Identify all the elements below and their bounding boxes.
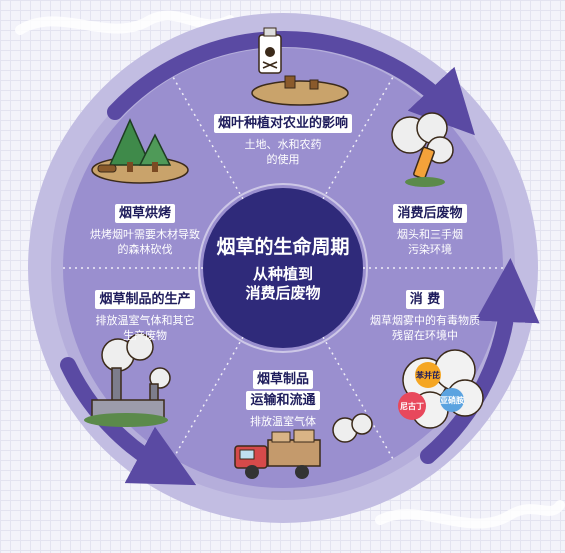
- segment-waste-title: 消费后废物: [393, 204, 467, 223]
- center-circle: [203, 188, 363, 348]
- segment-waste-desc-line1: 烟头和三手烟: [397, 228, 463, 241]
- segment-curing-desc-line1: 烘烤烟叶需要木材导致: [90, 228, 200, 241]
- segment-transport: 烟草制品 运输和流通 排放温室气体: [228, 368, 338, 429]
- segment-manufacturing-desc-line1: 排放温室气体和其它: [95, 314, 195, 327]
- farmland-illustration: [251, 27, 349, 106]
- cycle-arrow-top: [107, 30, 475, 136]
- chemical-badge-benzopyrene: 苯并芘: [415, 362, 441, 388]
- segment-consumption-title: 消 费: [405, 290, 445, 309]
- segment-curing-title: 烟草烘烤: [114, 204, 175, 223]
- center-title: 烟草的生命周期: [216, 236, 350, 258]
- segment-farming-desc-line2: 的使用: [266, 153, 300, 166]
- segment-transport-title-line2: 运输和流通: [246, 391, 320, 410]
- segment-curing-desc-line2: 的森林砍伐: [117, 243, 173, 256]
- cigarette-waste-illustration: [391, 112, 454, 187]
- smoke-swirl-top-left: [15, 10, 235, 35]
- segment-curing: 烟草烘烤 烘烤烟叶需要木材导致 的森林砍伐: [75, 202, 215, 257]
- chemical-badge-nitrosamine: 亚硝胺: [440, 388, 464, 412]
- segment-farming: 烟叶种植对农业的影响 土地、水和农药 的使用: [203, 112, 363, 167]
- segment-waste-desc-line2: 污染环境: [408, 243, 452, 256]
- center-circle-ring: [198, 183, 368, 353]
- segment-farming-title: 烟叶种植对农业的影响: [213, 114, 352, 133]
- truck-illustration: [234, 413, 373, 479]
- segment-farming-desc-line1: 土地、水和农药: [244, 138, 322, 151]
- segment-transport-title-line1: 烟草制品: [252, 370, 313, 389]
- center-subtitle-line2: 消费后废物: [245, 284, 321, 302]
- cycle-arrow-right: [420, 258, 540, 464]
- segment-manufacturing-title: 烟草制品的生产: [95, 290, 195, 309]
- smoke-swirl-bottom-right: [375, 500, 565, 529]
- center-subtitle-line1: 从种植到: [252, 265, 313, 283]
- factory-illustration: [84, 333, 171, 427]
- segment-transport-desc: 排放温室气体: [250, 415, 316, 428]
- segment-manufacturing: 烟草制品的生产 排放温室气体和其它 生产废物: [75, 288, 215, 343]
- segment-consumption-desc-line2: 残留在环境中: [392, 329, 458, 342]
- segment-consumption: 消 费 烟草烟雾中的有毒物质 残留在环境中: [355, 288, 495, 343]
- forest-illustration: [91, 118, 189, 184]
- center-label: 烟草的生命周期 从种植到 消费后废物: [203, 232, 363, 303]
- segment-manufacturing-desc-line2: 生产废物: [123, 329, 167, 342]
- segment-post-consumption-waste: 消费后废物 烟头和三手烟 污染环境: [370, 202, 490, 257]
- segment-consumption-desc-line1: 烟草烟雾中的有毒物质: [370, 314, 480, 327]
- chemical-badge-nicotine: 尼古丁: [398, 392, 426, 420]
